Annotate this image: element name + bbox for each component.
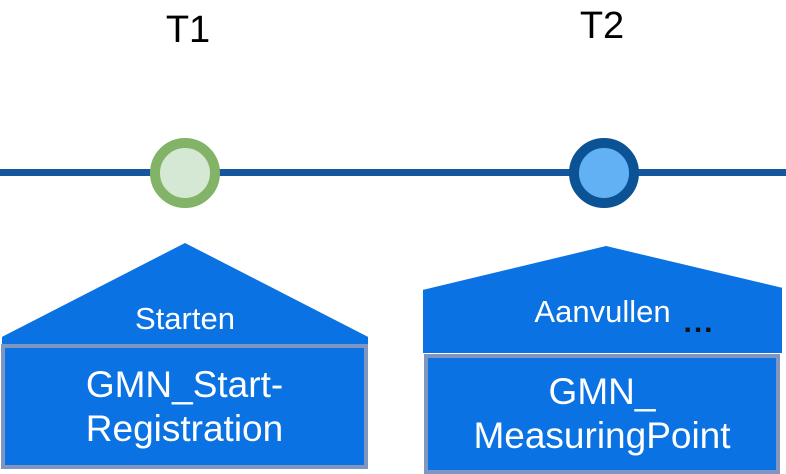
- timeline-line: [0, 169, 786, 176]
- action-label-starten: Starten: [135, 300, 235, 336]
- component-box-t2: GMN_ MeasuringPoint: [424, 354, 780, 474]
- milestone-marker-t1: [150, 138, 220, 208]
- callout-house-t1: Starten: [2, 243, 368, 344]
- component-name-line2: MeasuringPoint: [473, 415, 731, 456]
- component-box-t1: GMN_Start- Registration: [1, 344, 368, 469]
- time-label-t2: T2: [579, 5, 625, 47]
- ellipsis-annotation: ...: [683, 306, 715, 339]
- component-name-line1: GMN_: [548, 371, 656, 412]
- action-label-aanvullen: Aanvullen: [534, 293, 671, 329]
- milestone-marker-t2: [569, 138, 639, 208]
- time-label-t1: T1: [165, 9, 211, 51]
- component-name-line2: Registration: [85, 407, 284, 449]
- component-name-line1: GMN_Start-: [85, 363, 284, 405]
